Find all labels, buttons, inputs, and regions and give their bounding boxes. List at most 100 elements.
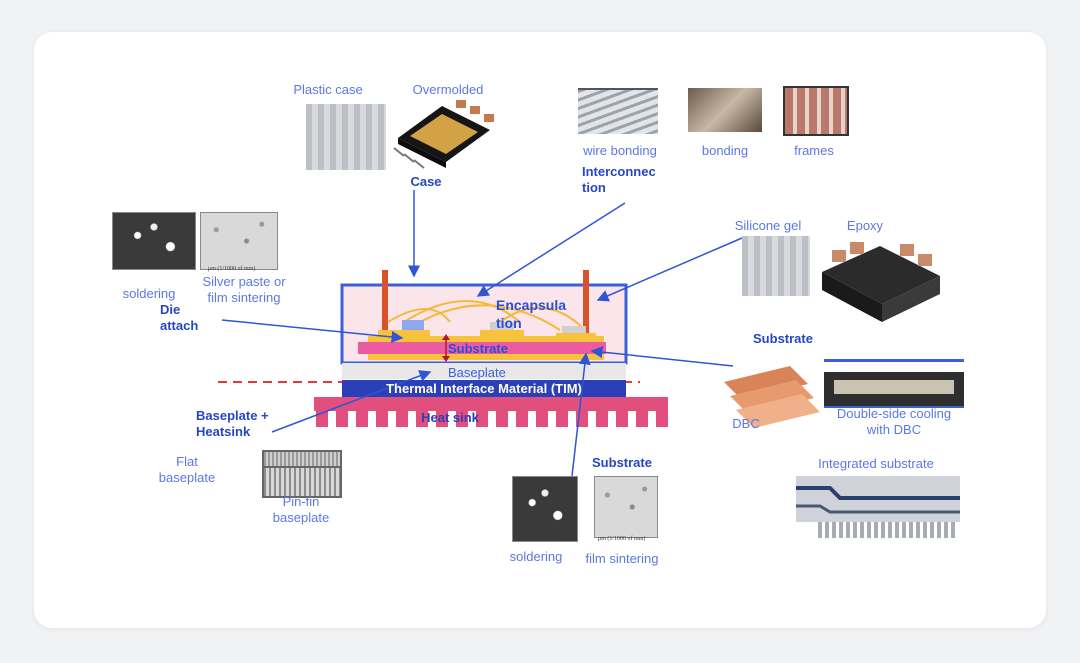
arrow-interconnection	[476, 202, 626, 297]
die	[490, 322, 514, 330]
integrated-fin	[895, 522, 899, 538]
integrated-substrate-label: Integrated substrate	[818, 456, 934, 471]
integrated-fin	[818, 522, 822, 538]
die-attach-layer	[556, 333, 596, 338]
heat-sink-fin	[456, 411, 468, 427]
wire-bonding-label: wire bonding	[583, 143, 657, 158]
heat-sink-fin	[616, 411, 628, 427]
integrated-fin	[825, 522, 829, 538]
heat-sink-fin	[656, 411, 668, 427]
heat-sink-fin	[396, 411, 408, 427]
arrow-die-attach	[221, 319, 404, 343]
epoxy-module-image	[822, 242, 940, 322]
heat-sink-fin	[356, 411, 368, 427]
heat-sink-fin	[596, 411, 608, 427]
heat-sink-base	[314, 397, 668, 411]
heat-sink-fin	[496, 411, 508, 427]
pin-fin-baseplate-image	[262, 466, 342, 498]
arrow-baseplate	[271, 370, 432, 433]
encapsulation-label: Encapsula tion	[496, 297, 567, 331]
soldering-micrograph	[112, 212, 196, 270]
heat-sink-fin	[436, 411, 448, 427]
die	[562, 326, 586, 333]
bonding-image	[688, 88, 762, 132]
baseplate-heatsink-label: Baseplate + Heatsink	[196, 408, 269, 439]
integrated-fin	[944, 522, 948, 538]
right-pin	[583, 270, 589, 340]
heat-sink-fin	[336, 411, 348, 427]
interconnection-label: Interconnec tion	[582, 164, 656, 195]
integrated-fin	[951, 522, 955, 538]
integrated-substrate-image	[796, 476, 960, 538]
integrated-fin	[853, 522, 857, 538]
overmolded-label: Overmolded	[412, 82, 484, 97]
integrated-fin	[930, 522, 934, 538]
integrated-fin	[832, 522, 836, 538]
substrate-bottom-copper	[368, 354, 604, 360]
silicone-gel-image	[742, 236, 810, 296]
bond-wire	[499, 306, 586, 331]
tim-layer	[342, 380, 626, 397]
left-pin	[382, 270, 388, 340]
bottom-soldering-label: soldering	[509, 549, 563, 564]
die-attach-layer	[378, 330, 430, 336]
integrated-fin	[916, 522, 920, 538]
integrated-fin	[846, 522, 850, 538]
integrated-fin	[937, 522, 941, 538]
heat-sink-fin	[476, 411, 488, 427]
bonding-label: bonding	[701, 143, 749, 158]
dbc-image	[724, 366, 820, 428]
epoxy-label: Epoxy	[846, 218, 884, 233]
case-label: Case	[410, 174, 442, 189]
scale-caption: μm (1/1000 of mm)	[208, 266, 256, 272]
arrow-bottom-substrate	[571, 352, 591, 477]
heat-sink-fin	[416, 411, 428, 427]
integrated-fin	[860, 522, 864, 538]
substrate-top-copper	[368, 336, 604, 342]
pin-fin-baseplate-label: Pin-fin baseplate	[272, 494, 330, 525]
bottom-sintering-micrograph	[594, 476, 658, 538]
wire-bonding-image	[578, 88, 658, 134]
integrated-fin	[839, 522, 843, 538]
film-sintering-label: film sintering	[585, 551, 659, 566]
tim-label: Thermal Interface Material (TIM)	[386, 381, 582, 396]
bond-wire	[403, 300, 521, 323]
soldering-label: soldering	[122, 286, 176, 301]
substrate-center-label: Substrate	[448, 341, 508, 356]
sintering-micrograph	[200, 212, 278, 270]
overmolded-chip-image	[393, 100, 494, 169]
heat-sink-fin	[556, 411, 568, 427]
substrate-right-label: Substrate	[753, 331, 813, 346]
substrate-layer	[358, 342, 606, 354]
arrow-substrate	[590, 346, 734, 367]
double-side-cooling-label: Double-side cooling with DBC	[836, 406, 952, 437]
scale-caption: μm (1/1000 of mm)	[598, 536, 646, 542]
flat-baseplate-label: Flat baseplate	[158, 454, 216, 485]
dbc-label: DBC	[732, 416, 760, 431]
bottom-soldering-micrograph	[512, 476, 578, 542]
substrate-bottom-label: Substrate	[592, 455, 652, 470]
plastic-case-image	[306, 104, 386, 170]
integrated-fin	[909, 522, 913, 538]
die-attach-label: Die attach	[160, 302, 199, 333]
frames-image	[783, 86, 849, 136]
die	[402, 320, 424, 330]
plastic-case-label: Plastic case	[293, 82, 363, 97]
heat-sink-fin	[516, 411, 528, 427]
silver-paste-label: Silver paste or film sintering	[202, 274, 286, 305]
bond-wire	[419, 304, 561, 331]
integrated-fin	[867, 522, 871, 538]
bond-wire	[387, 308, 451, 323]
heat-sink-fin	[316, 411, 328, 427]
baseplate-center-label: Baseplate	[448, 365, 506, 380]
double-side-cooling-image	[824, 359, 964, 408]
silicone-gel-label: Silicone gel	[734, 218, 802, 233]
heat-sink-label: Heat sink	[421, 410, 479, 425]
baseplate	[342, 363, 626, 379]
die-attach-layer	[480, 330, 524, 336]
heat-sink	[314, 397, 668, 427]
heat-sink-fin	[376, 411, 388, 427]
heat-sink-fin	[536, 411, 548, 427]
integrated-fin	[881, 522, 885, 538]
